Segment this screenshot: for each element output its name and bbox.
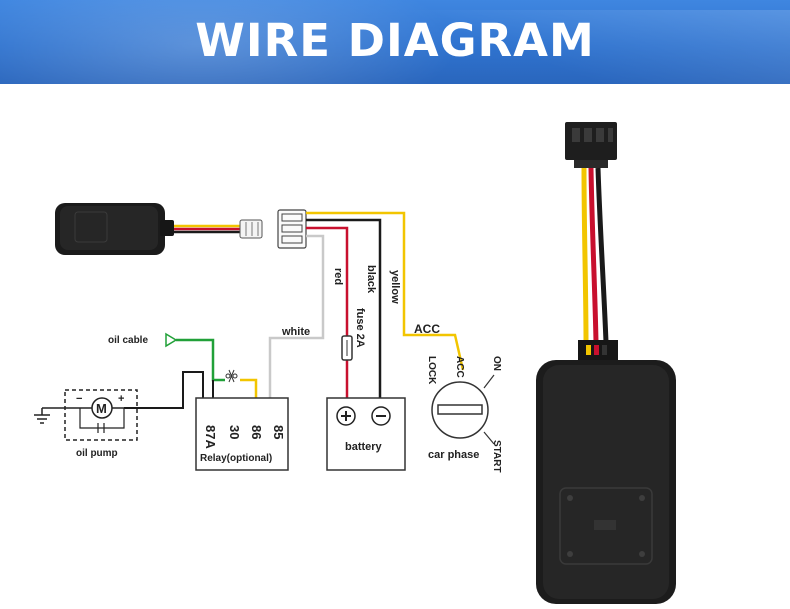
motor-label: M	[96, 401, 107, 416]
switch-acc: ACC	[454, 356, 465, 378]
label-white: white	[281, 326, 310, 338]
ground-icon	[34, 407, 76, 424]
wire-black	[306, 218, 382, 398]
gps-tracker-large	[536, 340, 676, 604]
relay	[195, 397, 289, 471]
wire-white	[268, 234, 325, 398]
connector-large	[565, 122, 617, 168]
connector-plug	[239, 219, 263, 239]
label-black: black	[365, 265, 377, 294]
relay-label: Relay(optional)	[200, 453, 272, 464]
gps-tracker-small	[55, 203, 174, 255]
switch-on: ON	[491, 356, 502, 371]
oil-pump-label: oil pump	[76, 448, 118, 459]
switch-start: START	[491, 440, 502, 473]
fuse	[341, 335, 353, 361]
connector-socket	[277, 209, 307, 249]
relay-pin-85: 85	[271, 425, 286, 439]
battery	[326, 397, 406, 471]
wire-yellow-relay	[240, 378, 258, 398]
cable-large	[581, 167, 609, 343]
wire-black-pump	[124, 371, 204, 409]
page-title: WIRE DIAGRAM	[195, 14, 595, 67]
switch-lock: LOCK	[426, 356, 437, 385]
relay-pin-30: 30	[227, 425, 242, 439]
battery-label: battery	[345, 441, 383, 453]
label-oil-cable: oil cable	[108, 335, 148, 346]
wire-diagram: white red black yellow fuse 2A ACC oil c…	[34, 122, 676, 604]
label-yellow: yellow	[389, 270, 401, 304]
label-acc-wire: ACC	[414, 322, 440, 336]
relay-pin-87a: 87A	[203, 425, 218, 449]
wire-green	[176, 338, 225, 382]
wire-yellow	[306, 211, 465, 371]
relay-pin-86: 86	[249, 425, 264, 439]
scissors-icon	[225, 369, 238, 383]
wire-red	[306, 226, 349, 338]
device-cable-small	[174, 224, 240, 234]
title-banner: WIRE DIAGRAM	[0, 0, 790, 84]
car-phase-label: car phase	[428, 449, 479, 461]
oil-pump: − +	[64, 389, 138, 441]
label-red: red	[332, 268, 344, 285]
svg-text:+: +	[118, 393, 124, 405]
ignition-switch	[431, 374, 495, 445]
oil-cable-arrow	[165, 332, 178, 348]
svg-text:−: −	[76, 393, 82, 405]
label-fuse: fuse 2A	[354, 308, 366, 348]
